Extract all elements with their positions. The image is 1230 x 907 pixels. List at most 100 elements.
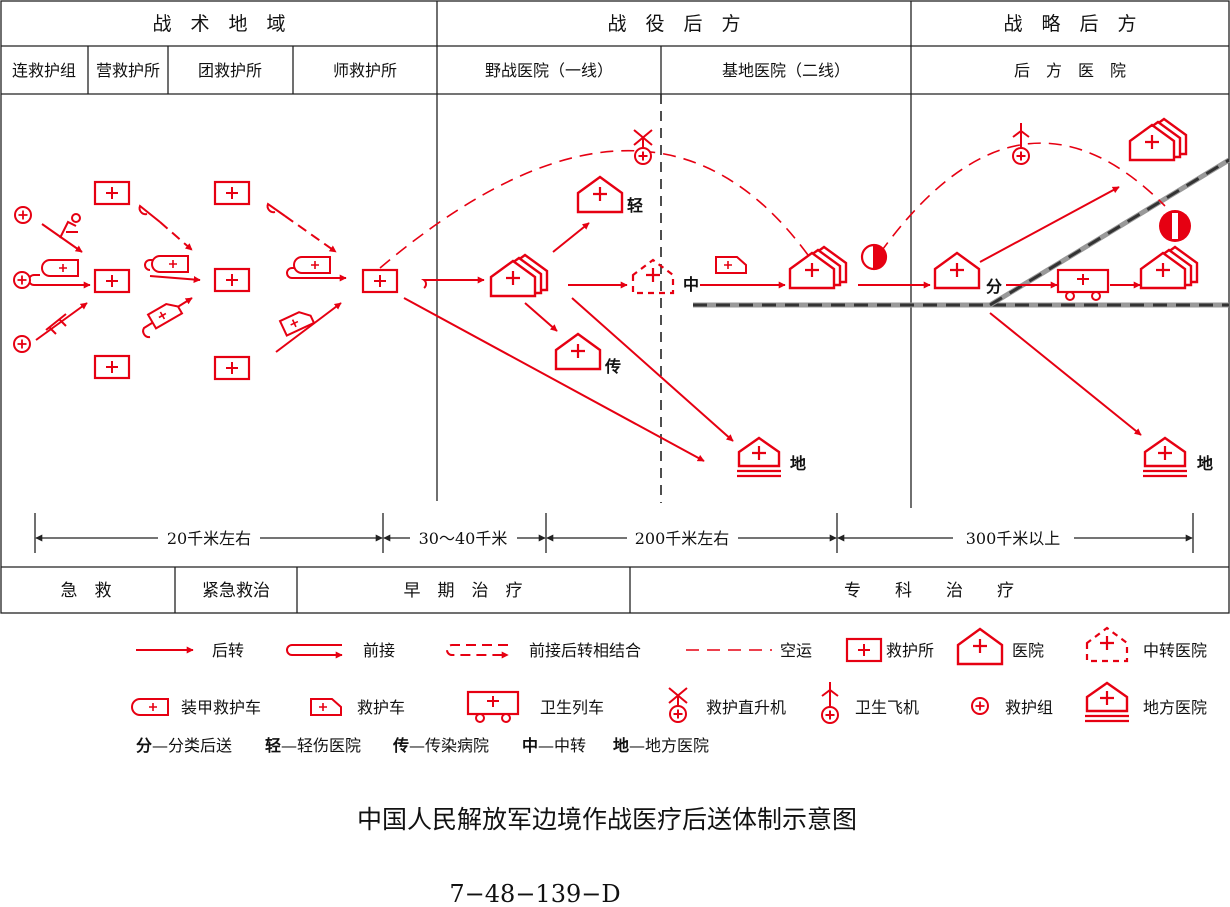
armored-ambulance-symbol-1	[41, 259, 79, 277]
map-symbols	[13, 119, 1197, 478]
legend-difang: 地方医院	[1083, 681, 1207, 723]
aid-station-battalion-1	[93, 180, 131, 206]
railway-track	[693, 157, 1230, 308]
svg-text:卫生列车: 卫生列车	[540, 698, 604, 717]
evacuation-arrows	[28, 186, 1142, 462]
distance-3: 200千米左右	[635, 529, 730, 548]
abbrev-di: 地—地方医院	[613, 736, 709, 755]
unit-regiment: 团救护所	[198, 61, 262, 80]
zone-tactical: 战 术 地 域	[152, 13, 285, 35]
unit-base-hospital: 基地医院（二线）	[722, 61, 850, 80]
legend-yiyuan: 医院	[956, 627, 1044, 666]
svg-text:装甲救护车: 装甲救护车	[181, 698, 261, 717]
label-chuan: 传	[604, 357, 621, 376]
abbrev-fen: 分—分类后送	[136, 736, 232, 755]
abbrev-chuan: 传—传染病院	[392, 736, 489, 755]
label-zhong: 中	[683, 275, 699, 294]
aid-station-regiment-2	[213, 267, 251, 293]
half-circle-icon	[860, 243, 888, 271]
unit-headers: 连救护组 营救护所 团救护所 师救护所 野战医院（一线） 基地医院（二线） 后 …	[12, 61, 1126, 80]
header-grid	[0, 0, 1230, 614]
medical-plane-symbol	[1012, 122, 1030, 165]
diagram-title: 中国人民解放军边境作战医疗后送体制示意图	[357, 805, 857, 834]
field-hospital-symbol	[491, 255, 547, 296]
legend-zhishengji: 救护直升机	[668, 687, 786, 723]
stretcher-icon	[45, 313, 67, 335]
label-di-1: 地	[790, 454, 806, 473]
map-labels: 轻 中 传 地 分 地	[604, 196, 1213, 473]
svg-text:救护直升机: 救护直升机	[706, 698, 786, 717]
svg-text:卫生飞机: 卫生飞机	[855, 698, 919, 717]
ambulance-symbol-3	[715, 256, 747, 274]
legend-qianjie: 前接	[286, 641, 395, 660]
unit-company: 连救护组	[12, 61, 76, 80]
legend-jiuhuzu: 救护组	[971, 697, 1053, 717]
abbrev-qing: 轻—轻伤医院	[265, 736, 361, 755]
distance-1: 20千米左右	[167, 529, 251, 548]
rescue-group-symbol-1	[14, 206, 32, 224]
unit-rear-hospital: 后 方 医 院	[1014, 61, 1126, 80]
unit-division: 师救护所	[333, 61, 397, 80]
rear-hospital-symbol-rail	[1141, 247, 1197, 288]
legend-houzhuan: 后转	[136, 641, 244, 660]
label-di-2: 地	[1197, 454, 1213, 473]
legend-jiuhuche: 救护车	[310, 698, 405, 717]
aid-station-battalion-2	[93, 268, 131, 294]
aid-station-regiment-3	[213, 355, 251, 381]
legend-kongyun: 空运	[686, 641, 812, 660]
legend-zhuangjia: 装甲救护车	[131, 698, 261, 717]
svg-text:后转: 后转	[212, 641, 244, 660]
ambulance-symbol-2	[279, 307, 315, 337]
aid-station-regiment-1	[213, 180, 251, 206]
zone-strategic: 战 略 后 方	[1003, 13, 1136, 35]
treatment-stages: 急 救 紧急救治 早 期 治 疗 专 科 治 疗	[61, 581, 1015, 601]
distance-ruler: 20千米左右 30～40千米 200千米左右 300千米以上	[34, 513, 1194, 553]
svg-text:救护组: 救护组	[1005, 698, 1053, 717]
legend-jiuhusuo: 救护所	[845, 637, 934, 663]
ambulance-symbol-1	[147, 298, 183, 330]
svg-text:救护车: 救护车	[357, 698, 405, 717]
label-fen: 分	[986, 277, 1002, 296]
svg-text:前接: 前接	[363, 641, 395, 660]
zone-headers: 战 术 地 域 战 役 后 方 战 略 后 方	[152, 13, 1136, 35]
split-circle-icon	[1159, 210, 1191, 242]
stretcher-bearer-icon	[59, 213, 81, 239]
svg-text:前接后转相结合: 前接后转相结合	[529, 641, 641, 660]
abbrev-zhong: 中—中转	[522, 736, 586, 755]
armored-ambulance-symbol-2	[151, 255, 189, 273]
distance-4: 300千米以上	[966, 529, 1061, 548]
unit-battalion: 营救护所	[96, 61, 160, 80]
unit-field-hospital: 野战医院（一线）	[485, 61, 613, 80]
air-routes	[379, 142, 1166, 269]
legend-feiji: 卫生飞机	[821, 681, 919, 724]
legend-combined: 前接后转相结合	[446, 641, 641, 660]
legend: 后转 前接 前接后转相结合 空运 救护所 医院 中转医院 装甲救护	[131, 626, 1207, 755]
svg-text:地方医院: 地方医院	[1143, 698, 1207, 717]
svg-text:中转医院: 中转医院	[1143, 641, 1207, 660]
legend-zhongzhuan: 中转医院	[1085, 626, 1207, 663]
legend-lieche: 卫生列车	[466, 690, 604, 724]
rear-hospital-symbol-air	[1130, 119, 1186, 160]
transit-hospital-symbol	[631, 258, 675, 295]
svg-text:救护所: 救护所	[886, 641, 934, 660]
stage-emergency: 紧急救治	[202, 581, 270, 601]
distance-2: 30～40千米	[419, 529, 508, 548]
legend-abbreviations: 分—分类后送 轻—轻伤医院 传—传染病院 中—中转 地—地方医院	[136, 736, 709, 755]
stage-specialist: 专 科 治 疗	[844, 581, 1014, 601]
local-hospital-symbol-1	[735, 436, 783, 478]
aid-station-division	[361, 268, 399, 294]
stage-first-aid: 急 救	[61, 581, 112, 601]
figure-code: 7−48−139−D	[449, 880, 620, 907]
armored-ambulance-symbol-3	[293, 256, 331, 274]
base-hospital-symbol	[790, 247, 846, 288]
svg-text:医院: 医院	[1012, 641, 1044, 660]
zone-campaign: 战 役 后 方	[607, 13, 740, 35]
label-qing: 轻	[627, 196, 643, 215]
infectious-hospital-symbol	[554, 332, 602, 371]
aid-station-battalion-3	[93, 354, 131, 380]
svg-text:空运: 空运	[780, 641, 812, 660]
rescue-group-symbol-3	[13, 335, 31, 353]
rescue-helicopter-symbol	[633, 129, 653, 165]
medical-train-symbol	[1056, 268, 1110, 302]
